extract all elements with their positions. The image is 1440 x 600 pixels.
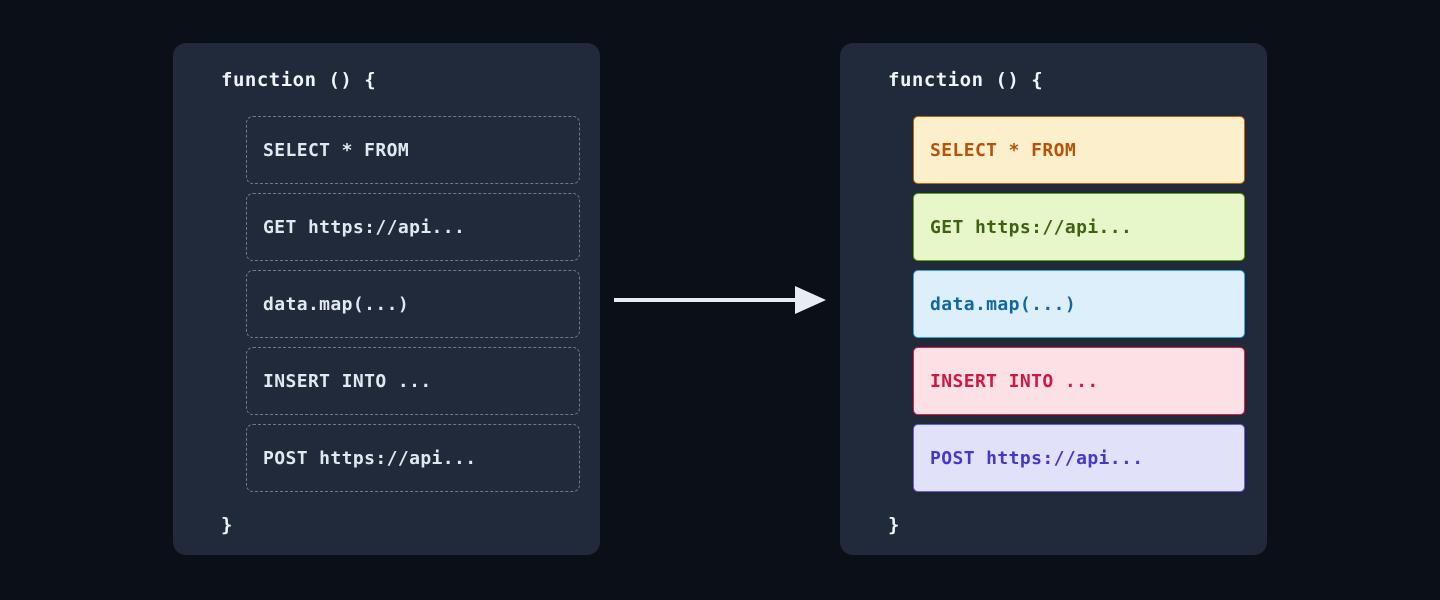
before-panel: function () { SELECT * FROM GET https://a… [173,43,600,555]
statement-chip-sql-select[interactable]: SELECT * FROM [913,116,1245,184]
statement-chip[interactable]: POST https://api... [246,424,580,492]
before-function-close: } [221,514,233,536]
statement-chip[interactable]: data.map(...) [246,270,580,338]
statement-chip-transform[interactable]: data.map(...) [913,270,1245,338]
after-statement-list: SELECT * FROM GET https://api... data.map(… [913,116,1245,492]
before-function-open: function () { [221,69,377,91]
statement-chip-http-get[interactable]: GET https://api... [913,193,1245,261]
statement-chip[interactable]: GET https://api... [246,193,580,261]
after-function-close: } [888,514,900,536]
after-function-open: function () { [888,69,1044,91]
after-panel: function () { SELECT * FROM GET https://a… [840,43,1267,555]
statement-chip-http-post[interactable]: POST https://api... [913,424,1245,492]
before-statement-list: SELECT * FROM GET https://api... data.map(… [246,116,580,492]
transform-arrow [612,283,828,317]
statement-chip-sql-insert[interactable]: INSERT INTO ... [913,347,1245,415]
statement-chip[interactable]: SELECT * FROM [246,116,580,184]
arrow-right-icon [614,286,826,314]
statement-chip[interactable]: INSERT INTO ... [246,347,580,415]
